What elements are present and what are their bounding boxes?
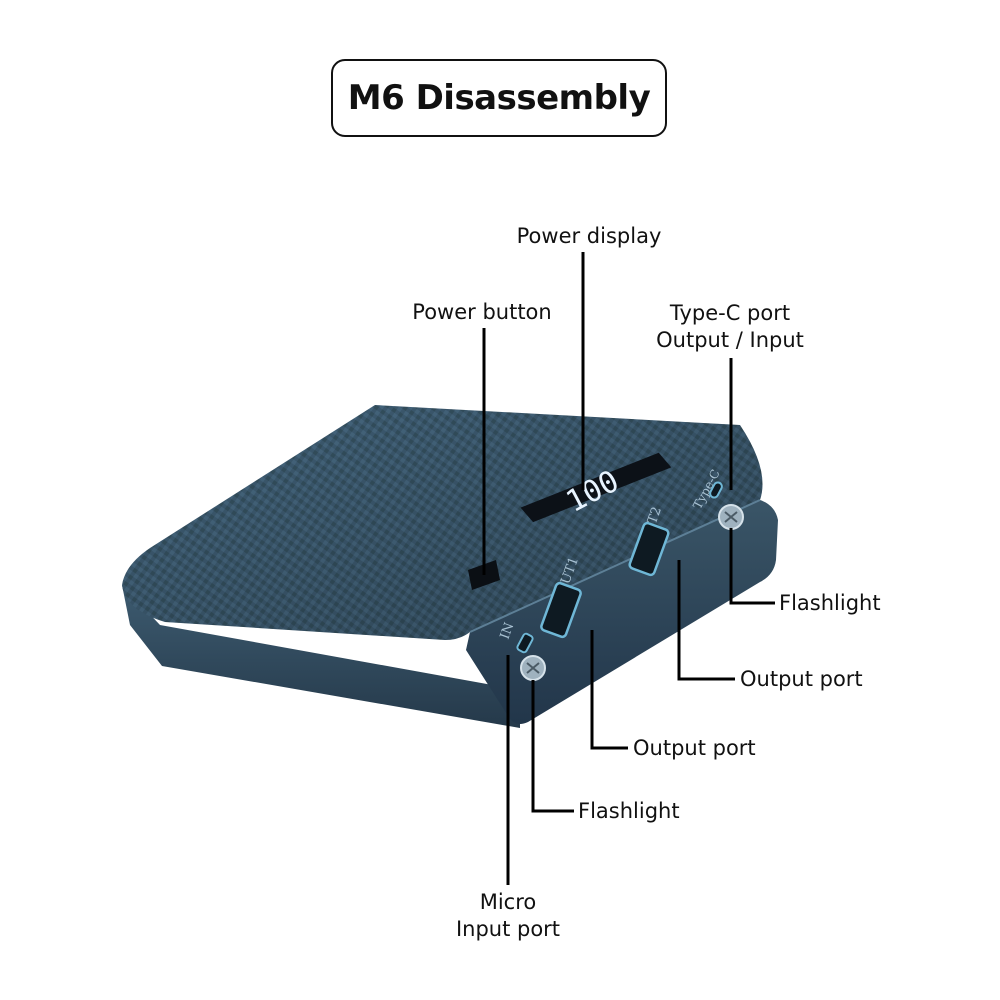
typec-port [709, 481, 723, 499]
label-micro-line1: Micro [479, 890, 537, 914]
label-output-port-middle: Output port [633, 736, 756, 760]
label-typec-line2: Output / Input [656, 328, 804, 352]
leader-flashlight-left [531, 680, 574, 813]
usb-out1-port [540, 581, 582, 639]
flashlight-left [520, 655, 546, 681]
label-typec-line1: Type-C port [669, 301, 791, 325]
label-flashlight-right: Flashlight [779, 591, 881, 615]
flashlight-right [718, 504, 744, 530]
usb-out2-port [628, 521, 670, 577]
label-flashlight-left: Flashlight [578, 799, 680, 823]
title-box: M6 Disassembly [331, 59, 667, 137]
label-power-display: Power display [516, 224, 662, 248]
leader-output-right [677, 560, 735, 681]
micro-port [516, 632, 534, 654]
label-micro-input: Micro Input port [456, 889, 560, 943]
leader-output-middle [590, 630, 628, 750]
device-left-side [122, 585, 520, 728]
diagram-title: M6 Disassembly [347, 78, 651, 118]
label-output-port-right: Output port [740, 667, 863, 691]
label-power-button: Power button [412, 300, 552, 324]
leader-flashlight-right [729, 528, 775, 605]
marking-in: IN [498, 621, 518, 642]
label-typec-port: Type-C port Output / Input [656, 300, 804, 354]
label-micro-line2: Input port [455, 917, 561, 941]
